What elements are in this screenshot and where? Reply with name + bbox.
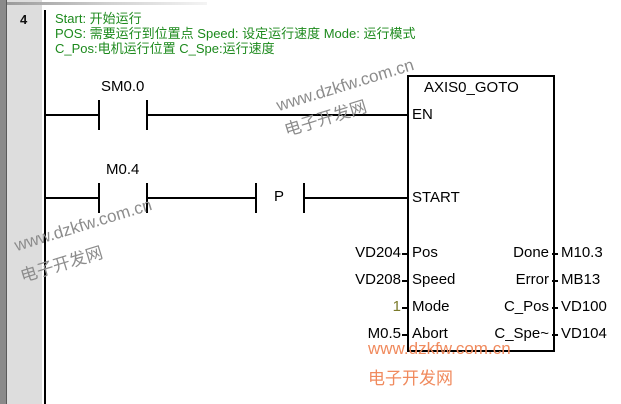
power-rail: [44, 10, 46, 404]
axis-goto-block[interactable]: [407, 75, 555, 352]
contact-left-bar: [98, 100, 100, 130]
operand-mode[interactable]: 1: [392, 298, 401, 315]
window-left-edge: [0, 0, 7, 404]
pin-done: Done: [513, 244, 549, 261]
operand-error[interactable]: MB13: [561, 271, 601, 288]
operand-pos[interactable]: VD204: [355, 244, 401, 261]
pin-stub: [552, 307, 558, 309]
operand-c-spe[interactable]: VD104: [561, 325, 607, 342]
contact-left-bar: [255, 183, 257, 213]
wire: [147, 114, 408, 116]
edge-label: P: [274, 188, 285, 205]
pin-speed: Speed: [412, 271, 456, 288]
wire: [304, 197, 408, 199]
contact-address: SM0.0: [101, 78, 145, 95]
operand-speed[interactable]: VD208: [355, 271, 401, 288]
rung-comment-line-1: Start: 开始运行: [55, 11, 142, 26]
pin-stub: [402, 334, 408, 336]
watermark-name-orange: 电子开发网: [368, 369, 453, 388]
wire: [45, 114, 99, 116]
operand-done[interactable]: M10.3: [561, 244, 603, 261]
pin-stub: [402, 307, 408, 309]
pin-abort: Abort: [412, 325, 448, 342]
block-title: AXIS0_GOTO: [424, 79, 519, 96]
wire: [147, 197, 256, 199]
pin-mode: Mode: [412, 298, 450, 315]
wire: [45, 197, 99, 199]
pin-stub: [552, 280, 558, 282]
rung-comment-line-2: POS: 需要运行到位置点 Speed: 设定运行速度 Mode: 运行模式: [55, 26, 416, 41]
pin-en: EN: [412, 106, 433, 123]
pin-stub: [402, 253, 408, 255]
pin-start: START: [412, 189, 460, 206]
pin-stub: [552, 334, 558, 336]
contact-address: M0.4: [106, 161, 140, 178]
pin-c-pos: C_Pos: [503, 298, 549, 315]
pin-c-spe: C_Spe~: [494, 325, 549, 342]
contact-left-bar: [98, 183, 100, 213]
pin-pos: Pos: [412, 244, 438, 261]
pin-error: Error: [515, 271, 549, 288]
pin-stub: [552, 253, 558, 255]
rung-comment-line-3: C_Pos:电机运行位置 C_Spe:运行速度: [55, 41, 275, 56]
operand-abort[interactable]: M0.5: [367, 325, 401, 342]
operand-c-pos[interactable]: VD100: [561, 298, 607, 315]
pin-stub: [402, 280, 408, 282]
rung-number: 4: [20, 12, 28, 27]
rung-number-gutter: [7, 0, 42, 404]
watermark-url-orange: www.dzkfw.com.cn: [368, 339, 511, 358]
rung-separator: [7, 2, 207, 5]
